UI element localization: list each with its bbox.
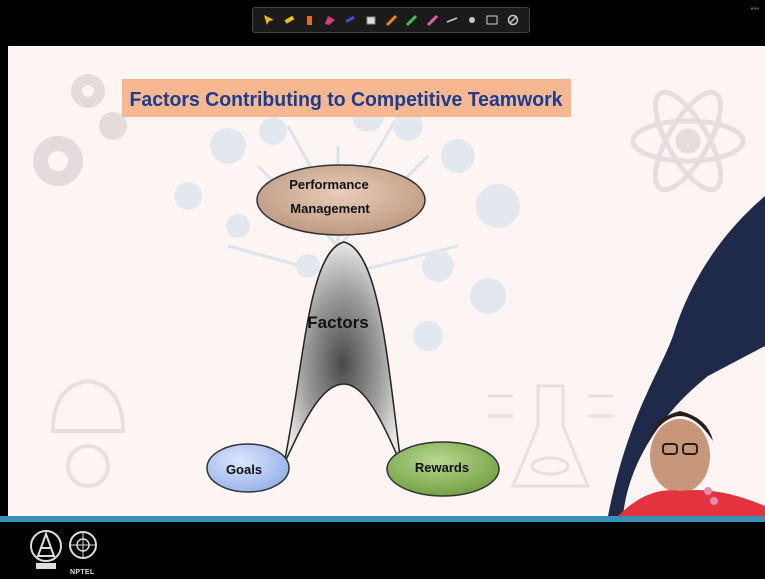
- footer-accent-band: [0, 516, 765, 522]
- presenter-video: [618, 346, 765, 516]
- green-pen-icon[interactable]: [404, 13, 418, 27]
- slide: Factors Contributing to Competitive Team…: [8, 46, 765, 516]
- gear-background-icon: [33, 74, 127, 186]
- top-bar: ▪▪▪: [0, 0, 765, 46]
- nptel-label: NPTEL: [70, 569, 95, 576]
- pen-blue-icon[interactable]: [343, 13, 357, 27]
- pointer-icon[interactable]: [262, 13, 276, 27]
- line-icon[interactable]: [445, 13, 459, 27]
- marker-icon[interactable]: [323, 13, 337, 27]
- pen-icon[interactable]: [282, 13, 296, 27]
- rewards-node: [386, 441, 500, 497]
- factors-arch-shape: [283, 241, 402, 465]
- performance-node-label-line1: Performance: [289, 177, 368, 192]
- nptel-logo-icon: [69, 531, 97, 559]
- slide-title: Factors Contributing to Competitive Team…: [130, 89, 564, 111]
- eraser-icon[interactable]: [364, 13, 378, 27]
- atom-background-icon: [630, 89, 746, 193]
- annotation-toolbar: [252, 7, 530, 33]
- performance-node-label-line2: Management: [290, 201, 370, 216]
- pink-pen-icon[interactable]: [425, 13, 439, 27]
- rewards-node-label: Rewards: [415, 460, 469, 475]
- hard-hat-background-icon: [50, 378, 126, 488]
- goals-node: [206, 443, 290, 493]
- title-banner: [122, 79, 571, 117]
- iit-emblem-icon: [30, 530, 62, 569]
- screen-icon[interactable]: [485, 13, 499, 27]
- page-indicator-icon: ▪▪▪: [750, 4, 759, 13]
- clear-icon[interactable]: [506, 13, 520, 27]
- footer-bar: [0, 522, 765, 579]
- circuit-flask-background-icon: [488, 384, 613, 488]
- goals-node-label: Goals: [226, 462, 262, 477]
- highlighter-icon[interactable]: [303, 13, 317, 27]
- factors-label: Factors: [307, 313, 368, 332]
- pencil-icon[interactable]: [384, 13, 398, 27]
- laser-icon[interactable]: [465, 13, 479, 27]
- performance-management-node: [256, 164, 426, 236]
